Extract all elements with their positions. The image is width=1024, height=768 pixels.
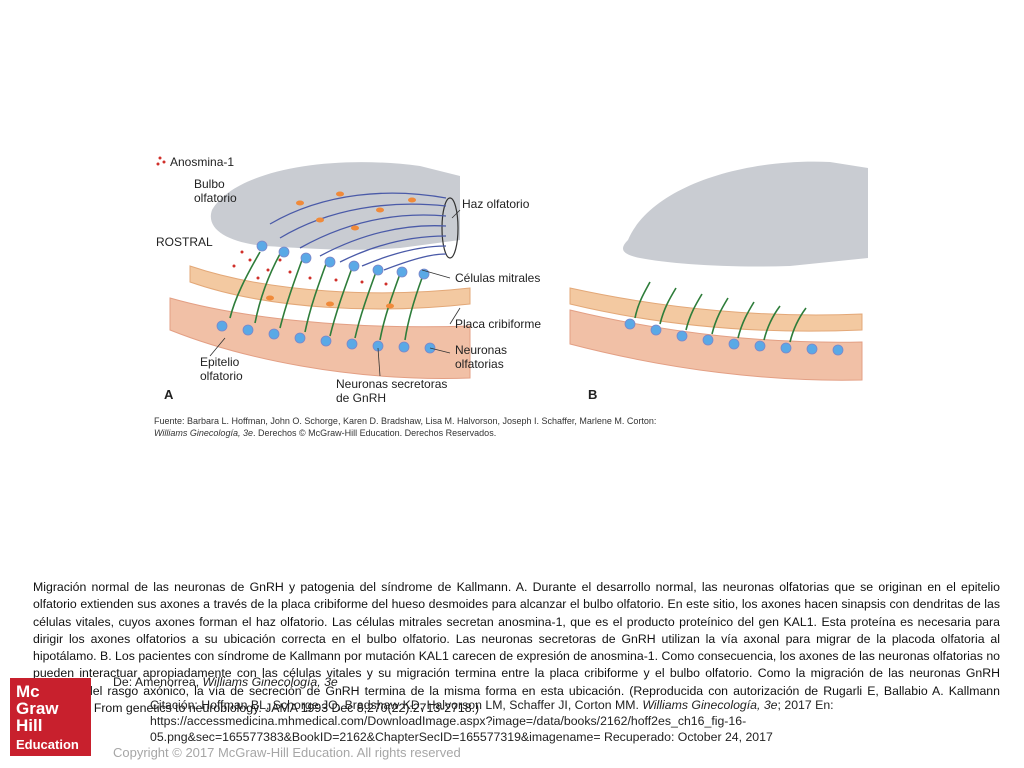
orange-cells-a [266, 191, 416, 309]
panel-label-b: B [588, 387, 597, 402]
citation-book: Williams Ginecología, 3e [642, 698, 778, 712]
from-book: Williams Ginecología, 3e [202, 675, 338, 689]
panel-label-a: A [164, 387, 174, 402]
figure-caption: Migración normal de las neuronas de GnRH… [33, 580, 1000, 716]
cells-b [624, 318, 844, 356]
olfactory-bulb-b [623, 161, 868, 267]
from-prefix: De: Amenorrea, [113, 675, 203, 689]
leader-lines-a [209, 209, 461, 377]
citation-part1: Citación: Hoffman BL, Schorge JO, Bradsh… [150, 698, 643, 712]
kallmann-figure: Anosmina-1 Bulbo olfatorio ROSTRAL Haz o… [154, 155, 868, 438]
cells-a [216, 240, 436, 354]
label-gnrh-2: de GnRH [336, 391, 386, 405]
mcgraw-hill-logo: Mc Graw Hill Education [10, 678, 91, 756]
label-rostral: ROSTRAL [156, 235, 213, 249]
dendrite-lines-b [634, 281, 807, 343]
olfactory-epithelium-a [169, 297, 471, 379]
logo-line-3: Hill [16, 716, 43, 735]
label-neuronas-2: olfatorias [455, 357, 504, 371]
anosmin-legend-dots [156, 156, 166, 166]
anosmin-dots-a [232, 250, 388, 286]
cribriform-plate-b [569, 287, 863, 332]
label-placa: Placa cribiforme [455, 317, 541, 331]
label-gnrh-1: Neuronas secretoras [336, 377, 447, 391]
label-neuronas-1: Neuronas [455, 343, 507, 357]
figure-source-book: Williams Ginecología, 3e [154, 428, 253, 438]
label-haz: Haz olfatorio [462, 197, 530, 211]
panel-a-illustration [156, 156, 471, 379]
axon-lines-a [269, 192, 447, 271]
label-mitrales: Células mitrales [455, 271, 540, 285]
citation-part2: ; 2017 En: https://accessmedicina.mhmedi… [150, 698, 834, 744]
olfactory-epithelium-b [569, 309, 863, 381]
copyright-notice: Copyright © 2017 McGraw-Hill Education. … [113, 745, 461, 760]
label-epitelio-1: Epitelio [200, 355, 240, 369]
olfactory-bulb-a [210, 162, 460, 250]
label-bulbo-2: olfatorio [194, 191, 237, 205]
logo-line-4: Education [16, 737, 79, 752]
logo-line-1: Mc [16, 682, 40, 701]
panel-b-illustration [569, 161, 868, 381]
citation: Citación: Hoffman BL, Schorge JO, Bradsh… [150, 697, 910, 745]
figure-source-line-2: Williams Ginecología, 3e. Derechos © McG… [154, 428, 496, 438]
olfactory-bundle-a [441, 197, 459, 259]
label-bulbo-1: Bulbo [194, 177, 225, 191]
label-epitelio-2: olfatorio [200, 369, 243, 383]
label-anosmina: Anosmina-1 [170, 155, 234, 169]
from-line: De: Amenorrea, Williams Ginecología, 3e [113, 675, 338, 689]
figure-source-rest: . Derechos © McGraw-Hill Education. Dere… [253, 428, 496, 438]
cribriform-plate-a [189, 265, 471, 310]
logo-line-2: Graw [16, 699, 59, 718]
figure-source-line-1: Fuente: Barbara L. Hoffman, John O. Scho… [154, 416, 656, 426]
